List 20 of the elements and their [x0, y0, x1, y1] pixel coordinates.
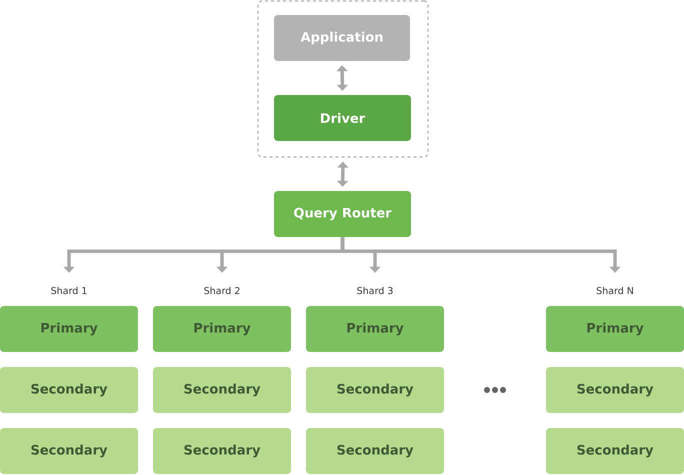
secondary-box: Secondary	[153, 428, 291, 474]
secondary-box: Secondary	[306, 428, 444, 474]
shard-label: Shard 2	[204, 286, 240, 294]
process-box: Driver	[274, 95, 411, 141]
primary-box: Primary	[306, 306, 444, 352]
secondary-box: Secondary	[0, 428, 138, 474]
shard-label: Shard 1	[51, 286, 86, 294]
secondary-box: Secondary	[153, 367, 291, 413]
secondary-box: Secondary	[0, 367, 138, 413]
process-box: Application	[274, 15, 410, 61]
primary-box: Primary	[0, 306, 138, 352]
primary-box: Primary	[153, 306, 291, 352]
shard-label: Shard N	[596, 286, 633, 294]
shard-label: Shard 3	[357, 286, 393, 294]
secondary-box: Secondary	[546, 428, 684, 474]
secondary-box: Secondary	[546, 367, 684, 413]
secondary-box: Secondary	[306, 367, 444, 413]
process-box: Query Router	[274, 191, 411, 237]
dashed-group-box	[257, 0, 429, 158]
primary-box: Primary	[546, 306, 684, 352]
